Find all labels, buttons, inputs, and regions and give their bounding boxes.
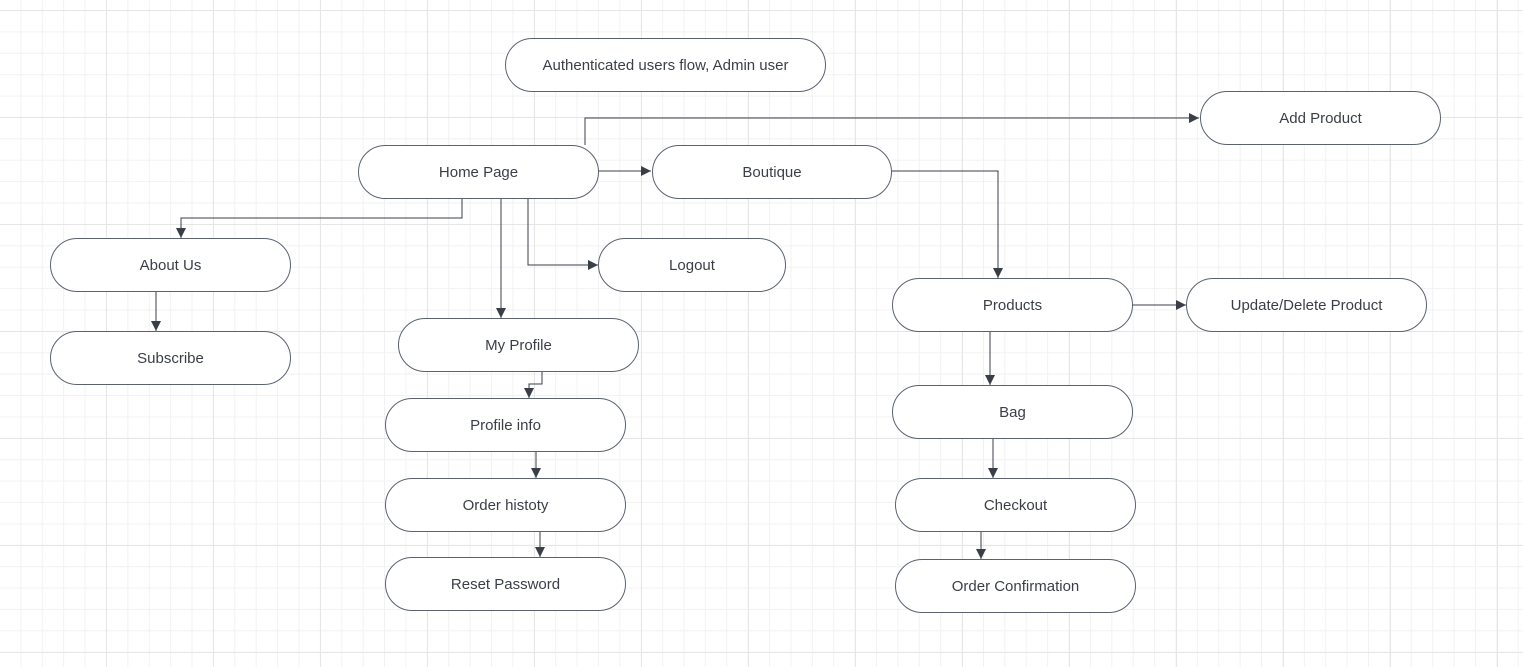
edge-boutique-to-products [891, 170, 1003, 278]
edge-home-to-add-product [584, 113, 1199, 145]
node-order-confirmation[interactable]: Order Confirmation [895, 559, 1136, 613]
node-subscribe[interactable]: Subscribe [50, 331, 291, 385]
edge-my-profile-to-profile-info [524, 372, 543, 398]
node-order-history[interactable]: Order histoty [385, 478, 626, 532]
diagram-title-node[interactable]: Authenticated users flow, Admin user [505, 38, 826, 92]
node-bag[interactable]: Bag [892, 385, 1133, 439]
node-checkout[interactable]: Checkout [895, 478, 1136, 532]
node-logout[interactable]: Logout [598, 238, 786, 292]
node-boutique[interactable]: Boutique [652, 145, 892, 199]
node-reset-password[interactable]: Reset Password [385, 557, 626, 611]
node-profile-info[interactable]: Profile info [385, 398, 626, 452]
node-update-delete-product[interactable]: Update/Delete Product [1186, 278, 1427, 332]
node-my-profile[interactable]: My Profile [398, 318, 639, 372]
node-about-us[interactable]: About Us [50, 238, 291, 292]
node-home-page[interactable]: Home Page [358, 145, 599, 199]
node-products[interactable]: Products [892, 278, 1133, 332]
edge-home-to-logout [527, 198, 598, 270]
node-add-product[interactable]: Add Product [1200, 91, 1441, 145]
edge-home-to-about-us [176, 198, 463, 238]
